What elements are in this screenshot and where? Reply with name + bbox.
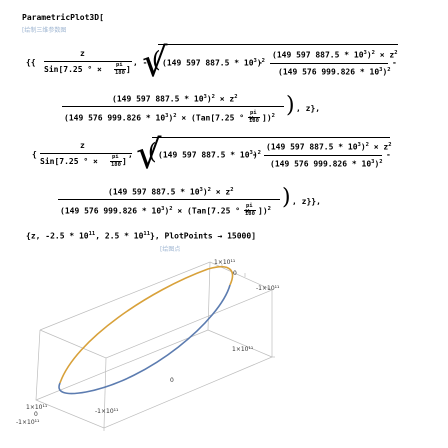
pi-3-bar — [110, 161, 122, 162]
comma-2: , — [128, 150, 133, 159]
box-back-right — [207, 329, 273, 358]
big-paren-open: ( — [152, 48, 161, 73]
tan-close: ])2 — [262, 113, 275, 123]
function-autocomplete-hint[interactable]: [绘制三维参数图 — [22, 27, 67, 34]
box-back-bottom — [35, 329, 209, 401]
function-name[interactable]: ParametricPlot3D[ — [22, 13, 104, 22]
label-top-0: 0 — [233, 270, 237, 277]
label-left-neg: -1×10¹¹ — [16, 419, 40, 426]
frac2-num: (149 597 887.5 * 103)2 × z2 — [112, 94, 238, 104]
frac4-num: (149 597 887.5 * 103)2 × z2 — [108, 187, 234, 197]
big-paren-close: ) — [286, 93, 295, 118]
label-top-1e11: 1×10¹¹ — [214, 259, 236, 266]
label-bottom-0: 0 — [170, 377, 174, 384]
sub-frac-num: (149 597 887.5 * 103)2 × z2 — [272, 50, 398, 60]
fraction-numerator-z: z — [80, 49, 85, 58]
sin-expression-2: Sin[7.25 ° × — [40, 157, 98, 166]
plot-box — [35, 261, 275, 431]
frac4-den: (149 576 999.826 * 103)2 × (Tan[7.25 ° × — [60, 206, 250, 216]
plotpoints-hint[interactable]: [绘图点 — [160, 246, 181, 253]
range-spec: {z, -2.5 * 1011, 2.5 * 1011}, PlotPoints… — [26, 231, 257, 241]
curve-series-1 — [59, 265, 234, 384]
pi-fraction-bar — [114, 69, 126, 70]
label-right-neg: -1×10¹¹ — [256, 285, 280, 292]
pi-4-bar — [244, 210, 256, 211]
comma-minus: , - — [133, 58, 148, 67]
pi-denominator: 180 — [115, 70, 125, 76]
term-149597887: (149 597 887.5 * 103)2 — [162, 58, 265, 68]
fraction-bar-2 — [40, 153, 132, 154]
frac4-bar — [58, 199, 280, 200]
pi-4-den: 180 — [245, 211, 255, 217]
sub-frac-den-2: (149 576 999.826 * 103)2 — [270, 159, 383, 169]
pi-2-bar — [248, 117, 260, 118]
sqrt-sign-2: √ — [136, 132, 162, 178]
sub-frac-bar — [270, 63, 388, 64]
label-front-right-1e11: 1×10¹¹ — [232, 346, 254, 353]
pi-3: pi — [112, 154, 119, 160]
pi-2-den: 180 — [249, 118, 259, 124]
minus-sign: - — [258, 58, 263, 67]
sin-close-2: ] — [122, 157, 127, 166]
term-149597887-2: (149 597 887.5 * 103)2 — [158, 150, 261, 160]
frac2-den: (149 576 999.826 * 103)2 × (Tan[7.25 ° × — [64, 113, 254, 123]
label-bottom-neg: -1×10¹¹ — [95, 408, 119, 415]
trailing-minus-2: - — [386, 150, 391, 159]
trailing-minus: - — [392, 58, 397, 67]
pi-2: pi — [250, 110, 257, 116]
big-paren-close-2: ) — [282, 185, 291, 210]
sqrt-overline — [158, 44, 398, 45]
after-1: , z}, — [296, 104, 321, 113]
box-front-edges — [35, 290, 273, 429]
sin-expression: Sin[7.25 ° × — [44, 65, 102, 74]
curve-series-2 — [58, 284, 231, 395]
sqrt-sign: √ — [142, 40, 168, 86]
sub-frac-den: (149 576 999.826 * 103)2 — [278, 67, 391, 77]
frac2-bar — [62, 106, 284, 107]
label-left-0: 0 — [34, 411, 38, 418]
big-paren-open-2: ( — [148, 140, 157, 165]
fraction-numerator-z-2: z — [80, 141, 85, 150]
minus-sign-2: - — [252, 150, 257, 159]
pi-fraction: pi — [116, 62, 123, 68]
box-front-vertical — [103, 357, 107, 429]
sub-frac-bar-2 — [264, 155, 382, 156]
fraction-bar — [44, 61, 132, 62]
label-left-1e11: 1×10¹¹ — [26, 404, 48, 411]
box-top-face — [39, 261, 273, 359]
after-2: , z}}, — [292, 197, 321, 206]
pi-3-den: 180 — [111, 162, 121, 168]
pi-4: pi — [246, 203, 253, 209]
tan-close-2: ])2 — [258, 206, 271, 216]
open-braces: {{ — [26, 58, 36, 67]
open-brace-2: { — [32, 150, 37, 159]
sub-frac-num-2: (149 597 887.5 * 103)2 × z2 — [266, 142, 392, 152]
sin-close: ] — [126, 65, 131, 74]
sqrt-overline-2 — [152, 137, 390, 138]
